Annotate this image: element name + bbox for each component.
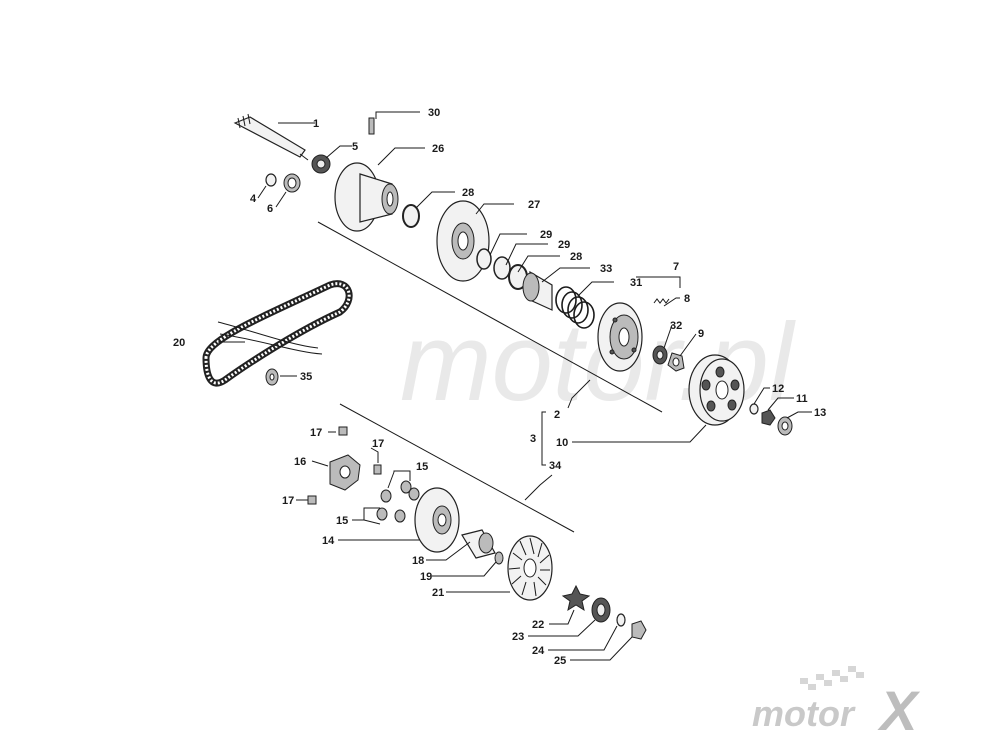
label-28-upper: 28	[462, 187, 474, 199]
label-3: 3	[530, 433, 536, 445]
part-22-star-washer	[561, 584, 591, 612]
checkered-flag-icon	[800, 666, 864, 690]
label-1: 1	[313, 118, 319, 130]
label-29-b: 29	[558, 239, 570, 251]
label-17-b: 17	[372, 438, 384, 450]
label-20: 20	[173, 337, 185, 349]
part-32-bearing	[652, 345, 668, 365]
part-17-slider-c	[307, 495, 317, 505]
label-19: 19	[420, 571, 432, 583]
part-24-washer	[616, 613, 626, 627]
part-17-slider-a	[338, 426, 348, 436]
label-27: 27	[528, 199, 540, 211]
brand-logo: motor X	[752, 666, 921, 742]
part-1-shaft	[233, 113, 309, 161]
part-13-nut	[777, 416, 793, 436]
part-10-clutch-bell	[688, 354, 745, 426]
label-11: 11	[796, 393, 808, 405]
part-27-movable-sheave	[436, 200, 490, 282]
part-20-drive-belt	[202, 280, 353, 387]
part-33-collar	[522, 270, 553, 311]
label-25: 25	[554, 655, 566, 667]
label-12: 12	[772, 383, 784, 395]
divider-upper	[317, 221, 663, 413]
label-31: 31	[630, 277, 642, 289]
part-23-bearing	[591, 597, 611, 623]
label-10: 10	[556, 437, 568, 449]
part-14-variator	[414, 487, 460, 553]
part-21-fan-sheave	[507, 535, 553, 601]
label-18: 18	[412, 555, 424, 567]
label-29-a: 29	[540, 229, 552, 241]
part-35-washer	[265, 368, 279, 386]
part-30-pin	[368, 117, 375, 135]
logo-text: motor	[752, 693, 856, 734]
part-18-bushing	[461, 529, 496, 559]
label-34: 34	[549, 460, 562, 472]
label-16: 16	[294, 456, 306, 468]
label-17-a: 17	[310, 427, 322, 439]
part-7-clutch-assembly	[597, 302, 643, 372]
part-25-nut	[631, 620, 647, 640]
label-28-lower: 28	[570, 251, 582, 263]
part-6-bushing	[283, 173, 301, 193]
label-22: 22	[532, 619, 544, 631]
label-5: 5	[352, 141, 358, 153]
label-9: 9	[698, 328, 704, 340]
logo-x-mark: X	[877, 679, 921, 742]
label-23: 23	[512, 631, 524, 643]
label-7: 7	[673, 261, 679, 273]
label-24: 24	[532, 645, 545, 657]
part-29-ring-a	[476, 248, 492, 270]
leader-lines	[218, 111, 812, 661]
label-13: 13	[814, 407, 826, 419]
divider-lower	[339, 403, 575, 533]
part-16-ramp-plate	[329, 454, 361, 491]
part-9-washer	[667, 352, 685, 372]
part-29-ring-b	[493, 256, 511, 280]
label-8: 8	[684, 293, 690, 305]
part-17-slider-b	[373, 464, 382, 475]
part-31-spring	[555, 286, 595, 329]
part-12-washer	[749, 403, 759, 415]
label-26: 26	[432, 143, 444, 155]
part-11-nut	[761, 409, 776, 426]
part-15-rollers	[376, 480, 420, 523]
label-33: 33	[600, 263, 612, 275]
label-2: 2	[554, 409, 560, 421]
label-30: 30	[428, 107, 440, 119]
label-32: 32	[670, 320, 682, 332]
part-8-spring	[653, 298, 670, 304]
label-15-a: 15	[416, 461, 428, 473]
label-21: 21	[432, 587, 444, 599]
label-17-c: 17	[282, 495, 294, 507]
part-28-oring-upper	[402, 204, 420, 228]
label-35: 35	[300, 371, 312, 383]
part-number-labels: 1 5 4 6 30 26 28 27 29 29 28 33 31 7 8 3…	[173, 107, 826, 667]
part-19-washer	[494, 551, 504, 565]
label-4: 4	[250, 193, 257, 205]
part-26-sheave	[334, 162, 399, 232]
part-5-bearing	[311, 154, 331, 174]
label-6: 6	[267, 203, 273, 215]
label-15-b: 15	[336, 515, 348, 527]
part-4-ring	[265, 173, 277, 187]
label-14: 14	[322, 535, 335, 547]
